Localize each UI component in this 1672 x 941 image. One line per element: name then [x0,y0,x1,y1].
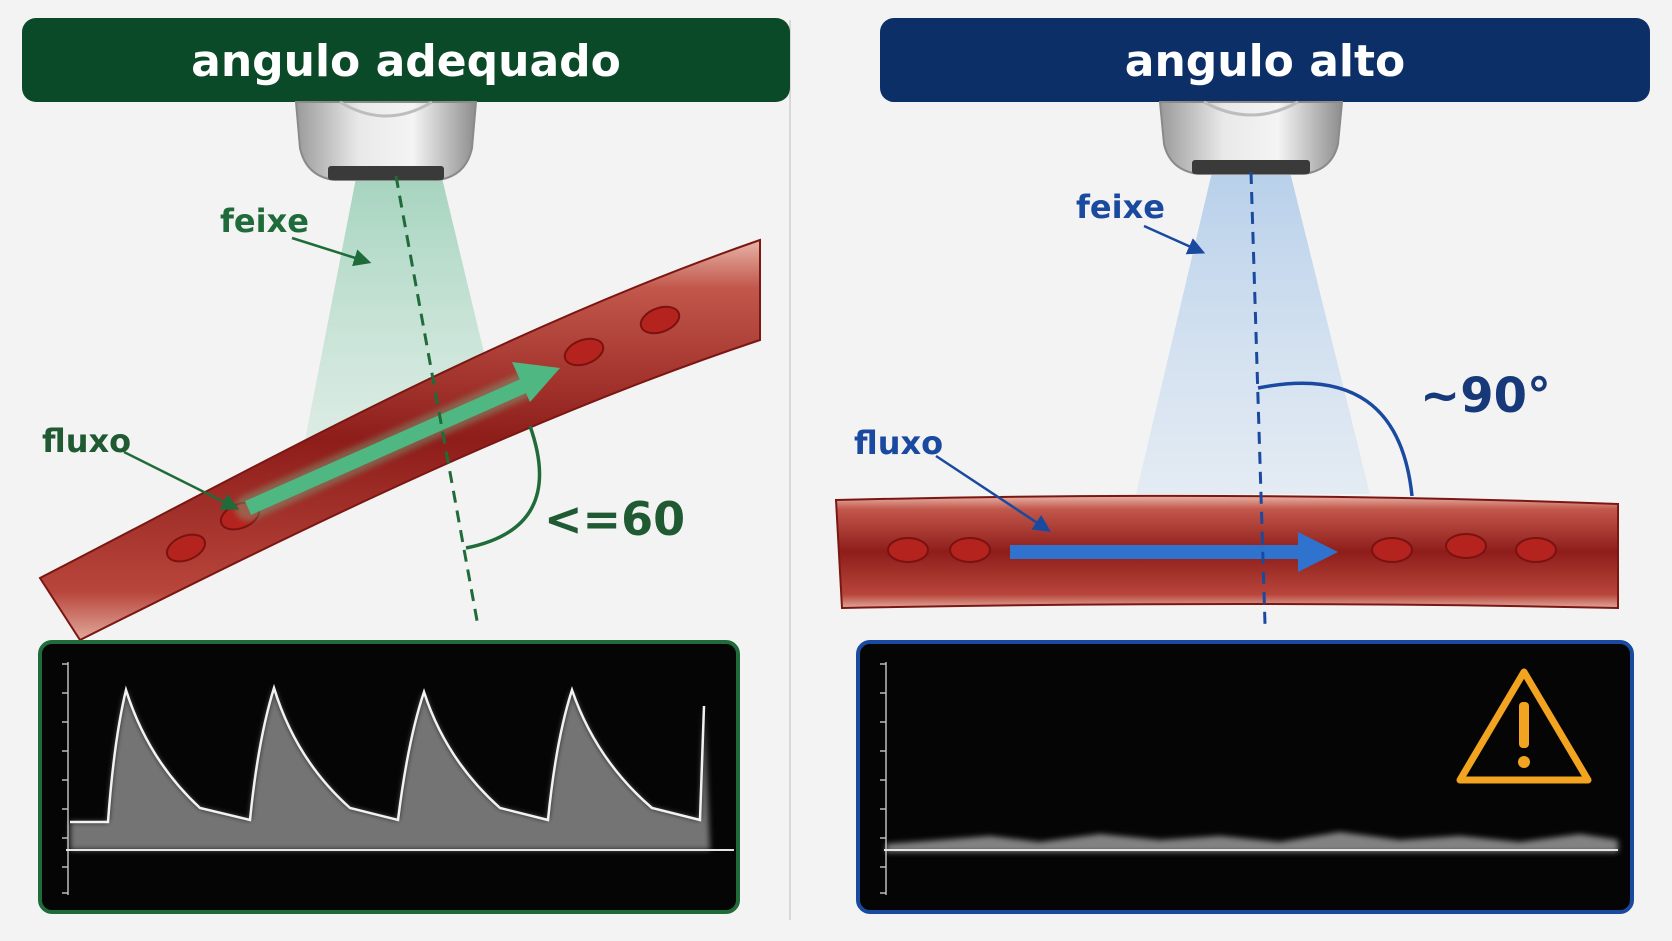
left-flow-label: fluxo [42,422,131,460]
left-probe-icon [296,102,476,180]
right-flow-label: fluxo [854,424,943,462]
left-flow-pointer [124,452,236,508]
left-panel: angulo adequado <=60 feixe [22,18,790,912]
right-panel: angulo alto ~90° feix [836,18,1650,912]
left-title: angulo adequado [191,36,621,87]
right-spectral-doppler-display [858,642,1632,912]
left-angle-label: <=60 [544,492,685,546]
right-title: angulo alto [1125,36,1406,87]
left-spectral-doppler-display [40,642,738,912]
right-beam-pointer [1144,226,1202,252]
right-angle-label: ~90° [1420,368,1551,424]
right-beam-label: feixe [1076,188,1165,226]
left-beam-label: feixe [220,202,309,240]
right-probe-icon [1160,102,1342,174]
